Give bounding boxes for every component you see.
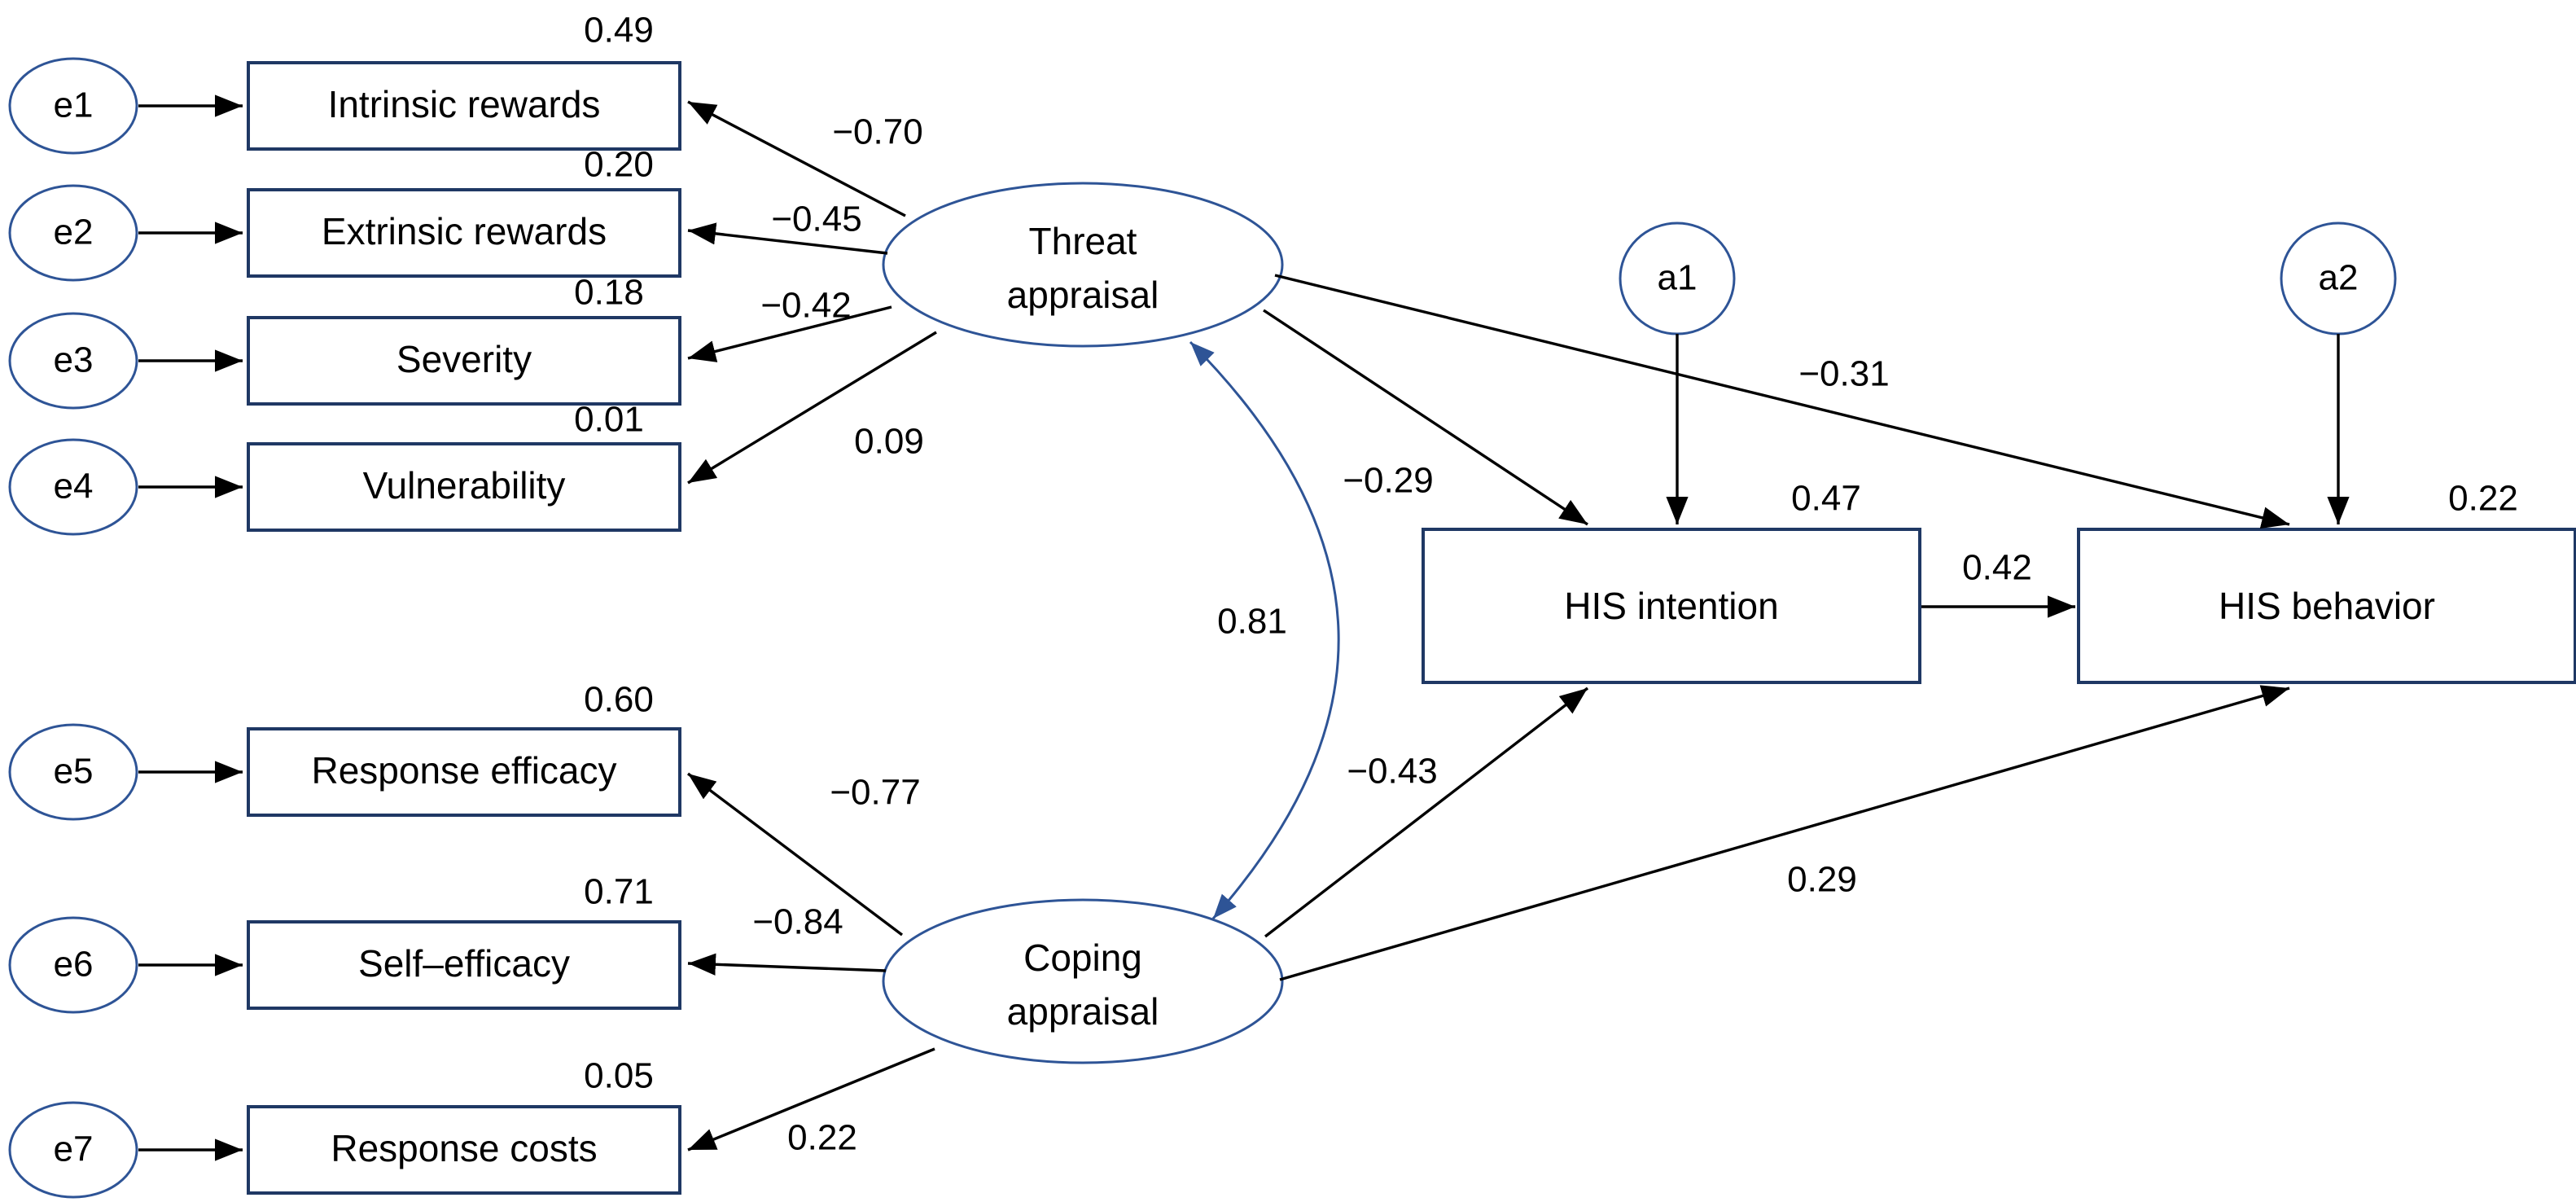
coping-appraisal-ellipse[interactable] [882, 898, 1284, 1064]
a1-label: a1 [1658, 258, 1698, 298]
e2-label: e2 [54, 213, 94, 252]
response-costs-box[interactable] [247, 1105, 681, 1195]
latent-coping-appraisal[interactable]: Coping appraisal [882, 898, 1284, 1064]
edge-threat-to-extrinsic [687, 222, 888, 255]
error-node-e6[interactable]: e6 [8, 916, 138, 1014]
e7-label: e7 [54, 1130, 94, 1169]
response-efficacy-box[interactable] [247, 727, 681, 817]
r2-extrinsic-rewards: 0.20 [584, 145, 654, 185]
coping-appraisal-label-line2: appraisal [1007, 990, 1159, 1033]
error-node-e7[interactable]: e7 [8, 1101, 138, 1199]
r2-vulnerability: 0.01 [574, 400, 644, 440]
e7-ellipse[interactable] [8, 1101, 138, 1199]
self-efficacy-box[interactable] [247, 920, 681, 1010]
indicator-vulnerability[interactable]: Vulnerability [247, 442, 681, 532]
error-node-e1[interactable]: e1 [8, 57, 138, 155]
extrinsic-rewards-label: Extrinsic rewards [322, 210, 607, 252]
r2-intrinsic-rewards: 0.49 [584, 11, 654, 50]
e6-ellipse[interactable] [8, 916, 138, 1014]
edge-coping-to-response-costs [687, 1047, 935, 1152]
r2-his-intention: 0.47 [1791, 479, 1861, 519]
coef-coping-response-efficacy: −0.77 [830, 773, 920, 813]
coping-appraisal-label-line1: Coping [1023, 937, 1142, 979]
error-node-a1[interactable]: a1 [1619, 222, 1736, 336]
outcome-his-intention[interactable]: HIS intention [1422, 528, 1921, 684]
outcome-his-behavior[interactable]: HIS behavior [2077, 528, 2576, 684]
e5-ellipse[interactable] [8, 723, 138, 821]
extrinsic-rewards-box[interactable] [247, 188, 681, 278]
his-intention-box[interactable] [1422, 528, 1921, 684]
r2-response-efficacy: 0.60 [584, 680, 654, 720]
threat-appraisal-label-line1: Threat [1029, 220, 1137, 262]
edge-threat-to-vulnerability [687, 331, 937, 485]
error-node-e2[interactable]: e2 [8, 184, 138, 282]
coef-coping-his-behavior: 0.29 [1787, 860, 1857, 900]
error-node-a2[interactable]: a2 [2280, 222, 2397, 336]
error-node-e4[interactable]: e4 [8, 438, 138, 536]
indicator-self-efficacy[interactable]: Self–efficacy [247, 920, 681, 1010]
coef-threat-his-behavior: −0.31 [1798, 354, 1889, 394]
r2-self-efficacy: 0.71 [584, 872, 654, 912]
e4-label: e4 [54, 467, 94, 507]
indicator-response-costs[interactable]: Response costs [247, 1105, 681, 1195]
edge-threat-to-his-intention [1263, 309, 1588, 526]
coef-threat-coping: 0.81 [1217, 602, 1287, 642]
a2-label: a2 [2319, 258, 2359, 298]
latent-threat-appraisal[interactable]: Threat appraisal [882, 182, 1284, 348]
coef-threat-vulnerability: 0.09 [854, 422, 924, 462]
coef-coping-response-costs: 0.22 [787, 1118, 857, 1158]
coef-threat-severity: −0.42 [760, 286, 851, 326]
severity-label: Severity [396, 338, 532, 380]
response-costs-label: Response costs [331, 1127, 597, 1169]
coef-coping-his-intention: −0.43 [1347, 752, 1437, 792]
e6-label: e6 [54, 945, 94, 985]
coef-threat-extrinsic: −0.45 [771, 200, 861, 239]
e3-ellipse[interactable] [8, 312, 138, 410]
his-intention-label: HIS intention [1564, 585, 1778, 627]
e5-label: e5 [54, 752, 94, 792]
indicator-severity[interactable]: Severity [247, 316, 681, 406]
edge-coping-to-his-behavior [1279, 685, 2290, 981]
severity-box[interactable] [247, 316, 681, 406]
edge-threat-to-his-behavior [1274, 274, 2290, 529]
r2-response-costs: 0.05 [584, 1056, 654, 1096]
vulnerability-label: Vulnerability [363, 464, 566, 507]
edge-threat-to-severity [687, 305, 892, 362]
error-node-e5[interactable]: e5 [8, 723, 138, 821]
e4-ellipse[interactable] [8, 438, 138, 536]
e2-ellipse[interactable] [8, 184, 138, 282]
intrinsic-rewards-box[interactable] [247, 61, 681, 151]
edge-threat-coping-covariance [1189, 340, 1340, 919]
self-efficacy-label: Self–efficacy [358, 942, 570, 985]
e1-label: e1 [54, 86, 94, 125]
his-behavior-label: HIS behavior [2219, 585, 2435, 627]
r2-severity: 0.18 [574, 273, 644, 313]
indicator-extrinsic-rewards[interactable]: Extrinsic rewards [247, 188, 681, 278]
coef-threat-intrinsic: −0.70 [832, 112, 922, 152]
his-behavior-box[interactable] [2077, 528, 2576, 684]
coef-coping-self-efficacy: −0.84 [752, 902, 843, 942]
edge-coping-to-response-efficacy [686, 772, 904, 937]
coef-his-intention-his-behavior: 0.42 [1962, 548, 2032, 588]
edge-coping-to-self-efficacy [687, 953, 887, 976]
error-node-e3[interactable]: e3 [8, 312, 138, 410]
intrinsic-rewards-label: Intrinsic rewards [328, 83, 601, 125]
e1-ellipse[interactable] [8, 57, 138, 155]
edge-coping-to-his-intention [1264, 687, 1589, 938]
indicator-response-efficacy[interactable]: Response efficacy [247, 727, 681, 817]
edge-threat-to-intrinsic [687, 100, 906, 217]
threat-appraisal-ellipse[interactable] [882, 182, 1284, 348]
response-efficacy-label: Response efficacy [311, 749, 616, 792]
threat-appraisal-label-line2: appraisal [1007, 274, 1159, 316]
e3-label: e3 [54, 340, 94, 380]
coef-threat-his-intention: −0.29 [1343, 461, 1433, 501]
vulnerability-box[interactable] [247, 442, 681, 532]
indicator-intrinsic-rewards[interactable]: Intrinsic rewards [247, 61, 681, 151]
r2-his-behavior: 0.22 [2448, 479, 2518, 519]
